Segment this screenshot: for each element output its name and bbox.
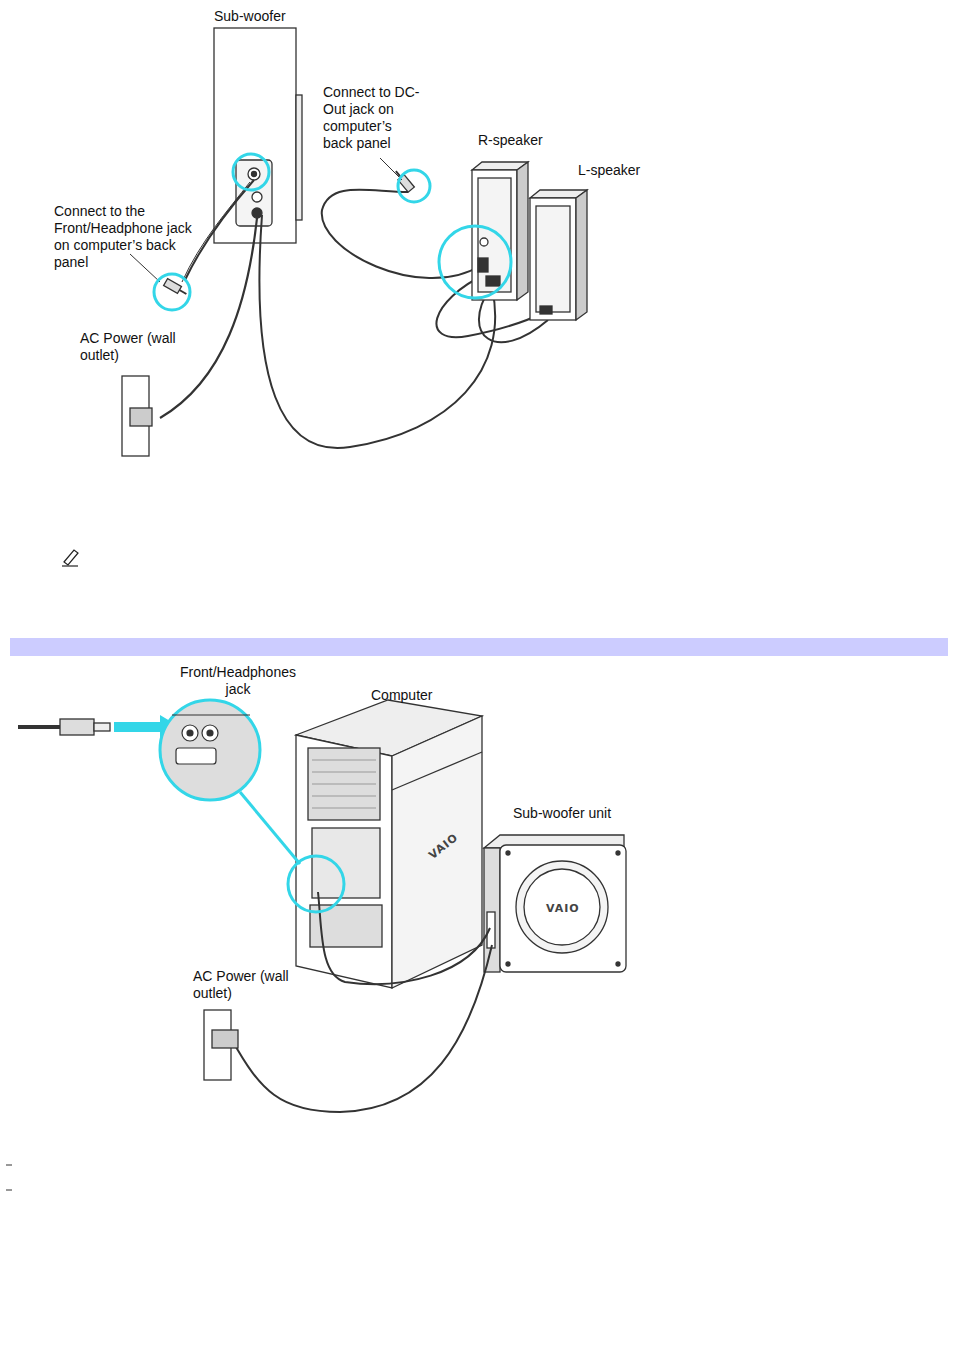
part-name: Computer [371, 687, 471, 704]
part-name: R-speaker [478, 132, 578, 149]
jack-name: Front/Headphones jack [168, 664, 308, 698]
cable-note: Connect to the Front/Headphone jack on c… [54, 203, 206, 271]
part-name: L-speaker [578, 162, 678, 179]
logo-text: VAIO [546, 900, 586, 917]
part-name: AC Power (wall outlet) [193, 968, 293, 1002]
part-name: AC Power (wall outlet) [80, 330, 180, 364]
part-name: Sub-woofer [214, 8, 334, 25]
cable-note: Connect to DC-Out jack on computer’s bac… [323, 84, 423, 152]
part-name: Sub-woofer unit [513, 805, 643, 822]
